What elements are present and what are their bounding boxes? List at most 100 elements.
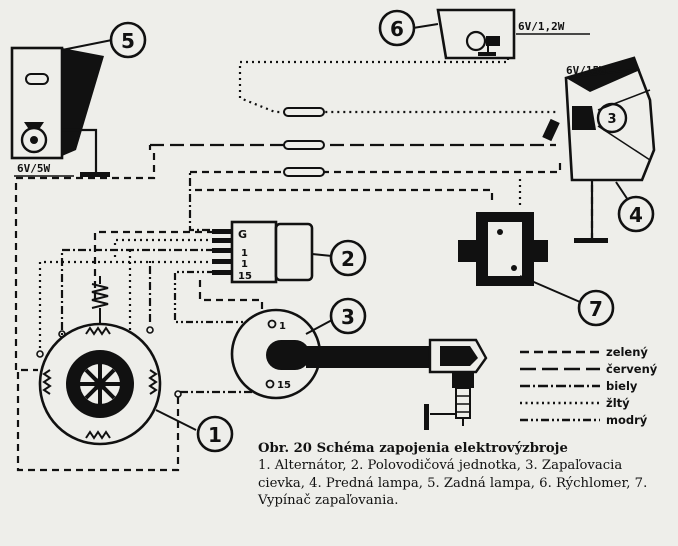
- alternator-coils: [42, 326, 158, 440]
- callout-1-circle: [196, 415, 234, 453]
- legend-label-0: zelený: [606, 345, 648, 359]
- callout-3: 3: [329, 297, 367, 335]
- wire-speedometer: [238, 52, 558, 114]
- callout-3-leader: [305, 319, 333, 335]
- wire-unit-bundle: [188, 172, 210, 232]
- head-lamp-beam-a: [597, 89, 651, 111]
- speedometer-ground: [478, 52, 496, 56]
- callout-4: 4: [617, 195, 655, 233]
- alternator-spokes: [80, 364, 120, 404]
- callout-2-number: 2: [341, 247, 355, 271]
- spark-plug-ground: [424, 404, 429, 430]
- tail-lamp-filament-icon: [30, 136, 38, 144]
- spark-plug-body: [455, 387, 471, 419]
- speedometer-rating: 6V/1,2W: [518, 20, 565, 33]
- alternator-coil: [42, 369, 52, 395]
- tail-lamp-reflector: [62, 48, 104, 156]
- callout-5: 5: [109, 21, 147, 59]
- tail-lamp-rating: 6V/5W: [17, 162, 50, 175]
- legend-label-1: červený: [606, 362, 658, 376]
- callout-2-circle: [329, 239, 367, 277]
- connector-green: [283, 167, 325, 177]
- callout-2: 2: [329, 239, 367, 277]
- callout-5-circle: [109, 21, 147, 59]
- caption-body: 1. Alternátor, 2. Polovodičová jednotka,…: [258, 458, 648, 509]
- wire-headlamp-red: [148, 143, 556, 150]
- wire-legend-labels: zelený červený biely žltý modrý: [606, 345, 658, 427]
- caption-title: Obr. 20 Schéma zapojenia elektrovýzbroje: [258, 441, 568, 456]
- callout-6-leader: [412, 23, 439, 29]
- connectors: [283, 107, 325, 177]
- connector-red: [283, 140, 325, 150]
- alternator-terminal: [174, 390, 182, 398]
- legend-label-2: biely: [606, 379, 638, 393]
- switch-terminal: [497, 229, 503, 235]
- callout-4-leader: [615, 181, 629, 201]
- legend-label-3: žltý: [606, 396, 630, 410]
- spark-plug-cap-inner: [440, 346, 478, 366]
- callout-6-number: 6: [390, 17, 404, 41]
- unit-pin: [212, 248, 232, 253]
- head-lamp: 3 6V/15W: [542, 56, 656, 243]
- coil-ht-cable: [306, 346, 440, 368]
- head-lamp-ground: [574, 238, 608, 243]
- wire-coil-1: [198, 280, 264, 322]
- connector-yellow: [283, 107, 325, 117]
- alternator-spring: [91, 276, 109, 324]
- callout-1: 1: [196, 415, 234, 453]
- alternator: [36, 276, 197, 446]
- callout-1-number: 1: [208, 423, 222, 447]
- wire-unit-g: [93, 230, 214, 300]
- callout-1-leader: [155, 409, 197, 431]
- ignition-coil: 1 15: [230, 308, 488, 430]
- alternator-spoke: [84, 368, 116, 400]
- legend-label-4: modrý: [606, 413, 648, 427]
- callout-5-number: 5: [121, 29, 135, 53]
- coil-hub: [266, 340, 310, 370]
- speedometer-socket: [486, 36, 500, 46]
- unit-pin: [212, 229, 232, 234]
- coil-terminal-1: 1: [279, 321, 286, 332]
- coil-terminal-15: 15: [277, 380, 291, 391]
- callout-7-leader: [519, 275, 581, 303]
- callout-5-leader: [61, 39, 113, 51]
- unit-pin: [212, 270, 232, 275]
- tail-lamp: 6V/5W: [10, 39, 113, 177]
- coil-terminal-1-pin: [267, 319, 277, 329]
- head-lamp-switch-knob: [542, 118, 560, 142]
- unit-pin: [212, 259, 232, 264]
- alternator-terminal: [36, 350, 44, 358]
- unit-cap: [274, 222, 314, 282]
- wire-headlamp-lower: [190, 160, 562, 174]
- callouts: 1 2 3 4 5 6 7: [109, 9, 655, 453]
- tail-lamp-fuse: [25, 73, 49, 85]
- alternator-coil: [85, 326, 111, 336]
- wire-unit-15: [38, 260, 214, 350]
- unit-terminal-1a: 1: [241, 248, 248, 259]
- head-lamp-rating-line: [565, 69, 633, 79]
- unit-pin: [212, 238, 232, 243]
- alternator-coil: [85, 430, 111, 440]
- ignition-switch: [458, 212, 581, 303]
- callout-7: 7: [577, 289, 615, 327]
- callout-7-circle: [577, 289, 615, 327]
- head-lamp-socket: [572, 106, 596, 130]
- wire-unit-15b: [173, 270, 270, 324]
- semiconductor-unit: G 1 1 15: [212, 220, 333, 284]
- callout-3-circle: [329, 297, 367, 335]
- switch-terminal: [511, 265, 517, 271]
- tail-lamp-ground: [80, 172, 110, 177]
- callout-4-circle: [617, 195, 655, 233]
- unit-terminal-1b: 1: [241, 259, 248, 270]
- callout-6-circle: [378, 9, 416, 47]
- unit-terminal-g: G: [238, 228, 247, 241]
- head-lamp-bulb-number: 3: [607, 112, 616, 127]
- wire-unit-1b: [60, 248, 214, 340]
- spark-plug-boot: [452, 372, 474, 388]
- callout-2-leader: [311, 253, 333, 257]
- callout-7-number: 7: [589, 297, 603, 321]
- callout-4-number: 4: [629, 203, 643, 227]
- head-lamp-beam-b: [597, 125, 651, 161]
